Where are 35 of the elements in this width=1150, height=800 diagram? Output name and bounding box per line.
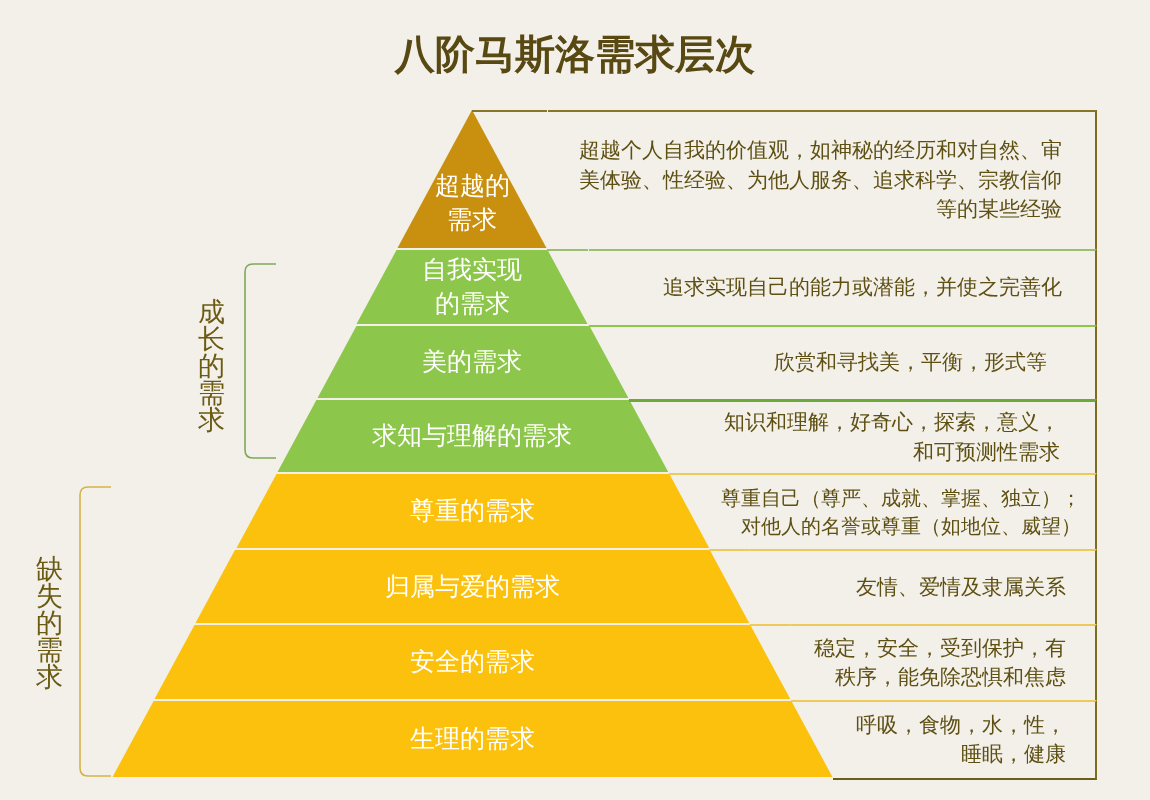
- pyramid-layer: [356, 249, 589, 325]
- description-text: 呼吸，食物，水，性，睡眠，健康: [855, 711, 1066, 768]
- layer-label: 归属与爱的需求: [385, 570, 560, 603]
- layer-label: 自我实现的需求: [422, 254, 523, 320]
- group-label: 缺失的需求: [36, 555, 63, 690]
- description-cell: [790, 624, 1097, 700]
- description-cell: [833, 700, 1097, 780]
- description-text: 稳定，安全，受到保护，有秩序，能免除恐惧和焦虑: [813, 634, 1066, 691]
- description-cell: [588, 249, 1097, 325]
- description-text: 知识和理解，好奇心，探索，意义，和可预测性需求: [723, 409, 1060, 466]
- description-text: 超越个人自我的价值观，如神秘的经历和对自然、审美体验、性经验、为他人服务、追求科学、宗教信仰等的某些经验: [578, 137, 1062, 224]
- description-text: 友情、爱情及隶属关系: [856, 573, 1066, 601]
- pyramid-layer: [154, 624, 791, 700]
- pyramid-layer: [397, 110, 548, 249]
- layer-label: 超越的需求: [435, 169, 510, 236]
- description-text: 追求实现自己的能力或潜能，并使之完善化: [663, 274, 1062, 302]
- description-cell: [749, 549, 1097, 624]
- description-cell: [547, 110, 1097, 249]
- layer-label: 求知与理解的需求: [372, 420, 573, 453]
- description-cell: [668, 399, 1097, 473]
- diagram-title: 八阶马斯洛需求层次: [395, 30, 755, 78]
- group-label: 成长的需求: [198, 298, 225, 433]
- layer-label: 美的需求: [422, 346, 523, 379]
- layer-label: 安全的需求: [410, 646, 535, 679]
- layer-label: 生理的需求: [410, 723, 535, 756]
- pyramid-layer: [195, 549, 750, 624]
- pyramid-layer: [316, 325, 629, 399]
- description-text: 尊重自己（尊严、成就、掌握、独立）；对他人的名誉或尊重（如地位、威望）: [720, 485, 1081, 540]
- pyramid-layer: [276, 399, 669, 473]
- pyramid-layer: [235, 473, 710, 549]
- description-cell: [628, 325, 1097, 399]
- layer-label: 尊重的需求: [410, 495, 535, 528]
- description-text: 欣赏和寻找美，平衡，形式等: [774, 349, 1047, 377]
- description-cell: [709, 473, 1097, 549]
- pyramid-layer: [112, 700, 833, 778]
